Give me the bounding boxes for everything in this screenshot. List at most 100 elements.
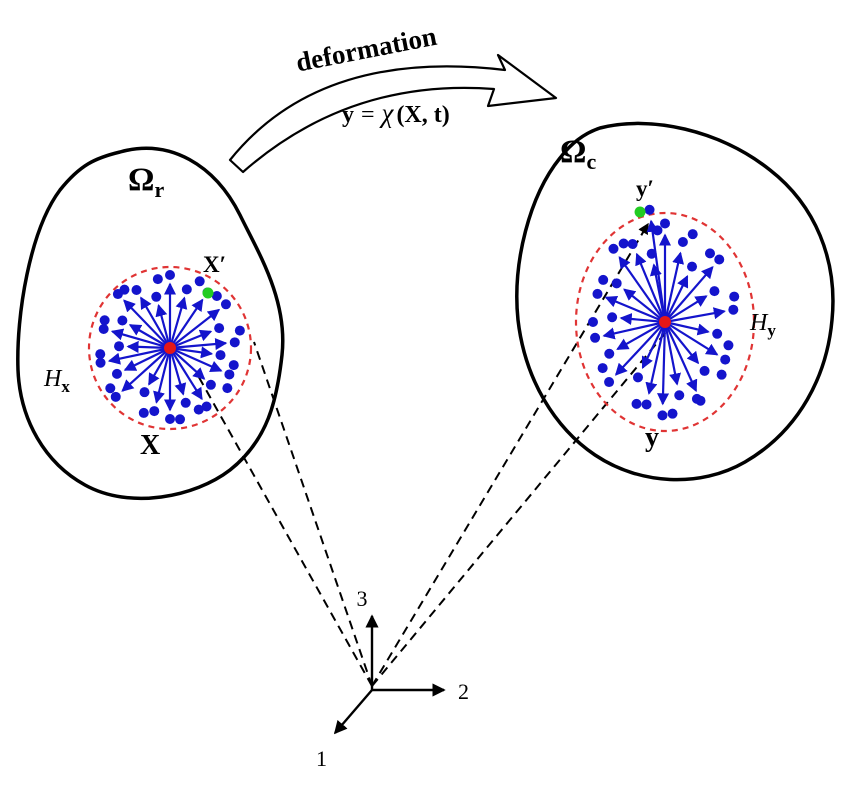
node-dot xyxy=(205,379,216,390)
node-dot xyxy=(99,315,110,326)
bond-arrow xyxy=(664,275,689,323)
node-dot xyxy=(667,408,678,419)
bond-arrow xyxy=(168,296,188,349)
bond-arrow xyxy=(153,347,172,404)
reference-body-outline xyxy=(16,146,285,501)
deformation-arrow xyxy=(228,53,558,174)
node-dot xyxy=(234,325,245,336)
node-dot xyxy=(704,248,715,259)
node-dot xyxy=(604,348,615,359)
node-dot xyxy=(674,390,685,401)
bond-arrow xyxy=(619,312,666,326)
node-dot xyxy=(138,407,149,418)
coordinate-axes: 3 2 1 xyxy=(316,586,469,771)
bond-arrow xyxy=(168,347,187,396)
node-dot xyxy=(119,284,130,295)
bond-arrow xyxy=(169,347,203,401)
node-dot xyxy=(641,399,652,410)
node-dot xyxy=(714,254,725,265)
node-dot xyxy=(598,274,609,285)
bond-arrow xyxy=(663,321,698,393)
projection-line xyxy=(371,222,649,687)
node-dot xyxy=(631,398,642,409)
bond-arrow xyxy=(641,321,666,369)
omega-c-label: Ωc xyxy=(560,134,596,174)
node-dot xyxy=(652,225,663,236)
node-dot xyxy=(228,360,239,371)
node-dot xyxy=(175,414,186,425)
bond-arrow xyxy=(121,347,171,392)
bond-arrow xyxy=(169,338,228,351)
node-dot xyxy=(608,243,619,254)
bond-arrow xyxy=(123,299,171,349)
bond-arrow xyxy=(123,347,171,371)
bond-arrow xyxy=(110,328,171,350)
node-dot xyxy=(687,229,698,240)
axis-label-2: 2 xyxy=(458,679,469,704)
bond-arrow xyxy=(140,296,171,349)
y-prime-label: y′ xyxy=(636,176,654,201)
node-dot xyxy=(110,391,121,402)
node-dot xyxy=(632,372,643,383)
hy-label: Hy xyxy=(749,310,776,340)
node-dot xyxy=(691,393,702,404)
node-dot xyxy=(193,404,204,415)
node-dot xyxy=(98,323,109,334)
node-dot xyxy=(646,248,657,259)
bond-arrow xyxy=(169,346,223,372)
node-dot xyxy=(152,274,163,285)
x-prime-label: X′ xyxy=(203,252,226,277)
node-dot xyxy=(592,288,603,299)
bond-arrow xyxy=(128,324,171,349)
bond-arrow xyxy=(169,346,214,359)
node-dot xyxy=(165,270,175,280)
node-dot xyxy=(597,363,608,374)
bond-arrow xyxy=(155,304,172,349)
bond-arrow xyxy=(657,321,670,406)
bond-arrow xyxy=(663,321,682,386)
node-dot xyxy=(687,261,698,272)
node-dot xyxy=(618,238,629,249)
bond-arrow xyxy=(663,251,685,323)
axis-label-3: 3 xyxy=(357,586,368,611)
bond-arrow xyxy=(664,320,710,336)
node-dot xyxy=(728,304,739,315)
node-dot xyxy=(611,278,622,289)
x-center-dot xyxy=(164,342,176,354)
bond-arrow xyxy=(618,256,666,323)
node-dot xyxy=(229,337,240,348)
bond-arrow xyxy=(649,263,667,323)
bond-arrow xyxy=(664,321,719,356)
bond-arrow xyxy=(664,307,726,324)
node-dot xyxy=(644,204,655,215)
x-prime-dot xyxy=(202,287,214,299)
node-dot xyxy=(220,299,231,310)
y-center-dot xyxy=(659,316,671,328)
bond-arrow xyxy=(664,321,700,365)
node-dot xyxy=(709,286,720,297)
mapping-equation: y=χ(X, t) xyxy=(342,98,450,128)
bond-arrow xyxy=(169,347,206,380)
hx-label: Hx xyxy=(43,366,70,396)
horizon-x-circle xyxy=(87,265,253,431)
bond-arrow xyxy=(169,308,221,349)
node-dot xyxy=(95,357,106,368)
axis-label-1: 1 xyxy=(316,746,327,771)
node-dot xyxy=(627,239,638,250)
y-prime-dot xyxy=(634,206,646,218)
node-dot xyxy=(214,323,225,334)
node-dot xyxy=(149,406,160,417)
current-body-outline xyxy=(515,121,835,482)
node-dot xyxy=(607,312,618,323)
projection-line xyxy=(195,371,373,687)
node-dot xyxy=(588,317,598,327)
node-dot xyxy=(139,387,150,398)
bond-arrow xyxy=(169,298,204,349)
bond-arrow xyxy=(107,346,171,365)
node-dot xyxy=(677,237,688,248)
node-dot xyxy=(723,340,734,351)
node-dot xyxy=(215,350,226,361)
node-dot xyxy=(716,369,727,380)
